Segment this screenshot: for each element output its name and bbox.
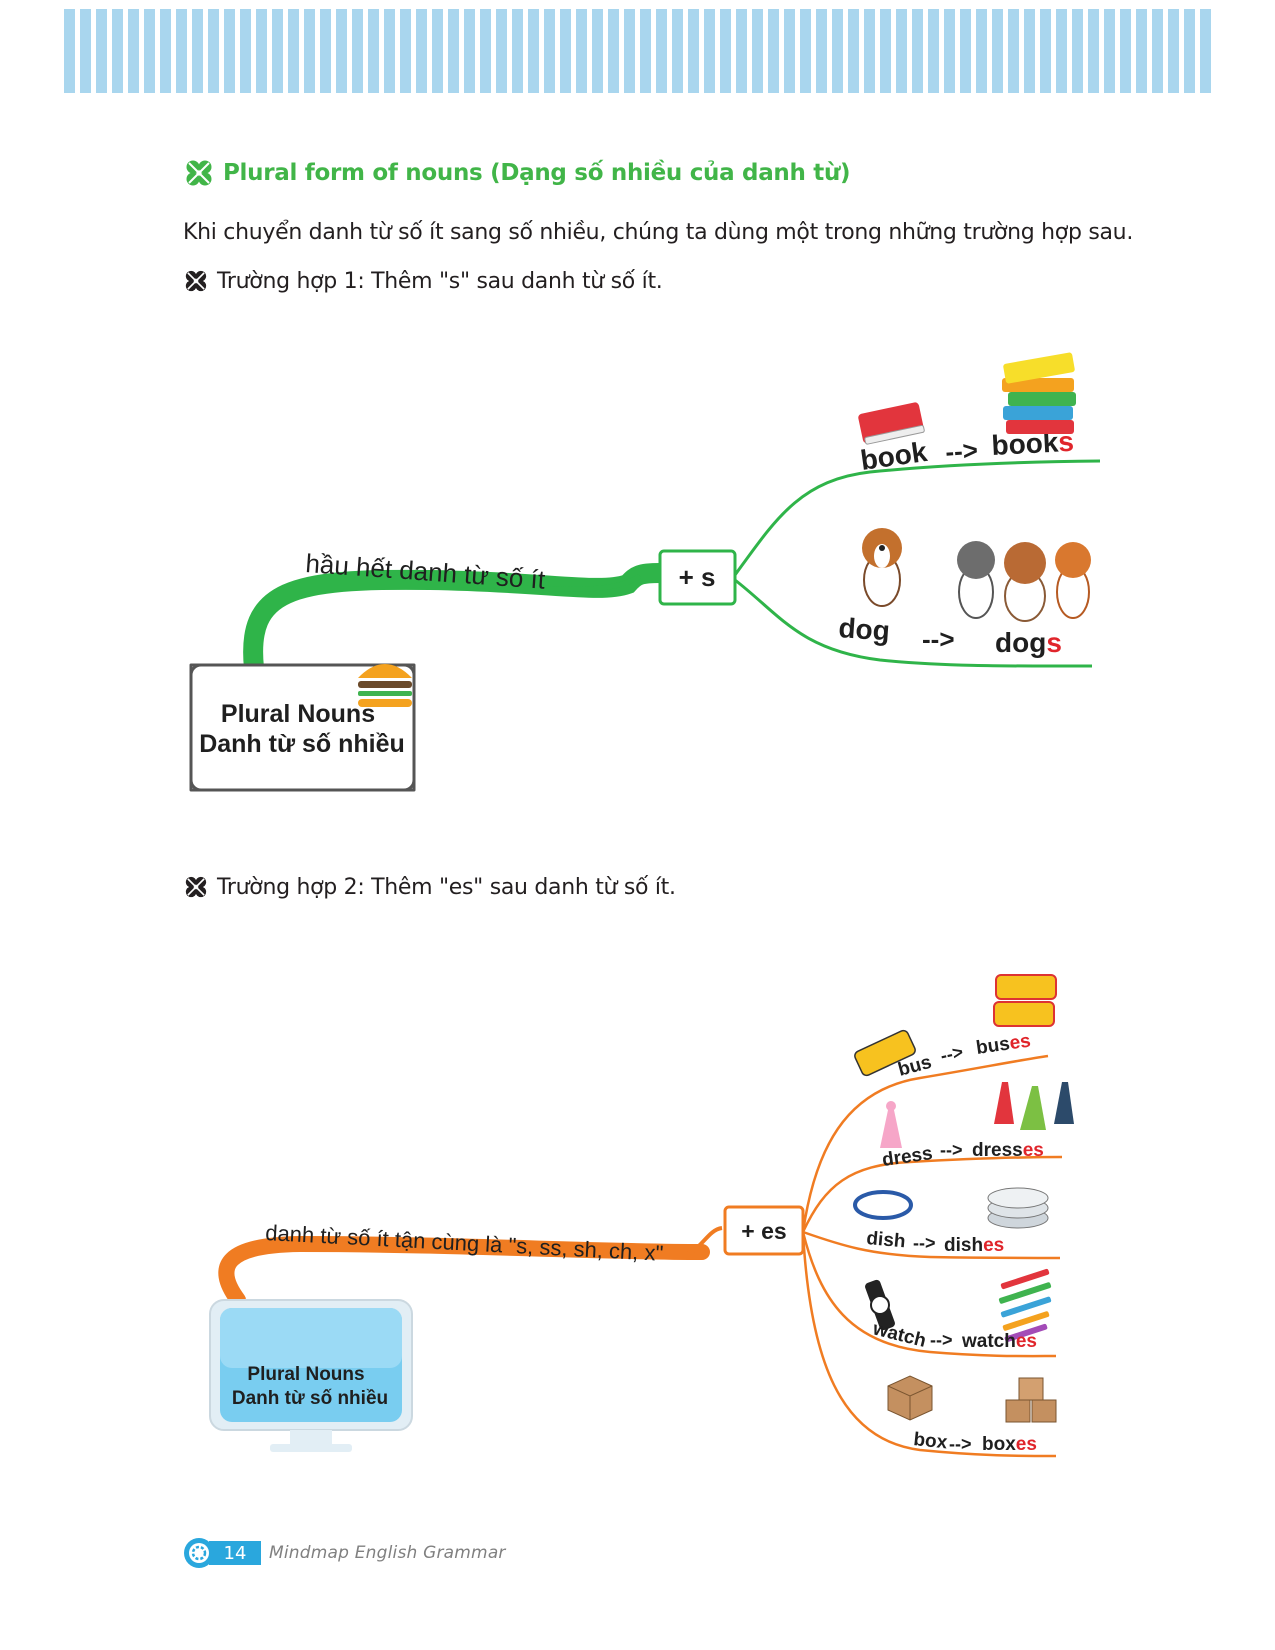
case1-mindmap: hầu hết danh từ số ít + s book --> books… xyxy=(189,352,1101,792)
case2-central-line2: Danh từ số nhiều xyxy=(232,1388,388,1409)
buses-icon xyxy=(993,974,1057,1027)
case2-branch-label: danh từ số ít tận cùng là "s, ss, sh, ch… xyxy=(265,1220,664,1266)
dishes-icon xyxy=(987,1187,1049,1229)
books-stack-icon xyxy=(1002,352,1076,434)
case2-branch-bus xyxy=(801,1054,1049,1233)
dish-singular: dish xyxy=(866,1228,907,1252)
bus-arrow: --> xyxy=(939,1042,965,1066)
watches-icon xyxy=(998,1268,1052,1343)
case2-branch-box xyxy=(801,1231,1057,1458)
case2-central-line1: Plural Nouns xyxy=(247,1364,364,1385)
case2-branch-watch xyxy=(801,1231,1057,1358)
case1-heading: Trường hợp 1: Thêm "s" sau danh từ số ít… xyxy=(183,268,663,294)
dress-arrow: --> xyxy=(940,1140,963,1160)
gear-icon xyxy=(184,1538,214,1568)
case1-branch-dog xyxy=(734,578,1093,668)
case2-heading-text: Trường hợp 2: Thêm "es" sau danh từ số í… xyxy=(217,874,676,900)
box-plural: boxes xyxy=(982,1434,1037,1455)
case1-branch-book xyxy=(733,459,1101,576)
box-singular: box xyxy=(912,1429,948,1453)
header-stripe-band xyxy=(64,9,1212,93)
dish-arrow: --> xyxy=(913,1233,936,1253)
dish-plural: dishes xyxy=(944,1235,1004,1256)
boxes-icon xyxy=(1005,1377,1057,1423)
burger-icon xyxy=(358,664,412,707)
dogs-group-icon xyxy=(957,541,1091,622)
box-icon xyxy=(887,1375,933,1421)
book-arrow: --> xyxy=(944,435,979,467)
clover-bullet-icon xyxy=(185,270,207,292)
dress-plural: dresses xyxy=(972,1140,1044,1161)
page-number: 14 xyxy=(209,1541,261,1565)
case2-mindmap: danh từ số ít tận cùng là "s, ss, sh, ch… xyxy=(209,974,1074,1458)
case2-branch-dish xyxy=(802,1230,1061,1260)
case2-rule-label: + es xyxy=(741,1218,786,1244)
dog-icon xyxy=(862,528,902,607)
case1-central-node: Plural Nouns Danh từ số nhiều xyxy=(189,663,416,792)
watch-plural: watches xyxy=(961,1331,1037,1352)
dish-icon xyxy=(853,1190,913,1220)
dog-singular: dog xyxy=(838,612,891,647)
book-icon xyxy=(858,402,925,445)
dresses-icon xyxy=(994,1082,1074,1130)
case1-central-line1: Plural Nouns xyxy=(221,700,375,728)
clover-bullet-icon xyxy=(185,876,207,898)
box-arrow: --> xyxy=(949,1434,972,1454)
dress-icon xyxy=(880,1101,902,1148)
case2-heading: Trường hợp 2: Thêm "es" sau danh từ số í… xyxy=(183,874,676,900)
case1-central-line2: Danh từ số nhiều xyxy=(199,730,405,758)
section-title-text: Plural form of nouns (Dạng số nhiều của … xyxy=(223,160,851,186)
watch-arrow: --> xyxy=(930,1330,953,1350)
intro-text: Khi chuyển danh từ số ít sang số nhiều, … xyxy=(183,220,1134,245)
clover-icon xyxy=(186,160,212,186)
case2-central-node: Plural Nouns Danh từ số nhiều xyxy=(209,1299,413,1452)
case1-rule-label: + s xyxy=(679,562,716,592)
page-footer: 14 Mindmap English Grammar xyxy=(183,1538,506,1568)
dog-plural: dogs xyxy=(995,627,1062,658)
section-title: Plural form of nouns (Dạng số nhiều của … xyxy=(183,155,851,191)
case2-branch-dress xyxy=(801,1155,1063,1233)
watch-icon xyxy=(865,1279,895,1331)
dog-arrow: --> xyxy=(922,624,955,654)
case2-main-branch xyxy=(218,1235,710,1308)
case1-rule-box xyxy=(658,549,737,606)
bus-icon xyxy=(854,1029,916,1077)
case1-heading-text: Trường hợp 1: Thêm "s" sau danh từ số ít… xyxy=(217,268,663,294)
bus-plural: buses xyxy=(975,1031,1032,1059)
footer-book-title: Mindmap English Grammar xyxy=(269,1543,506,1563)
